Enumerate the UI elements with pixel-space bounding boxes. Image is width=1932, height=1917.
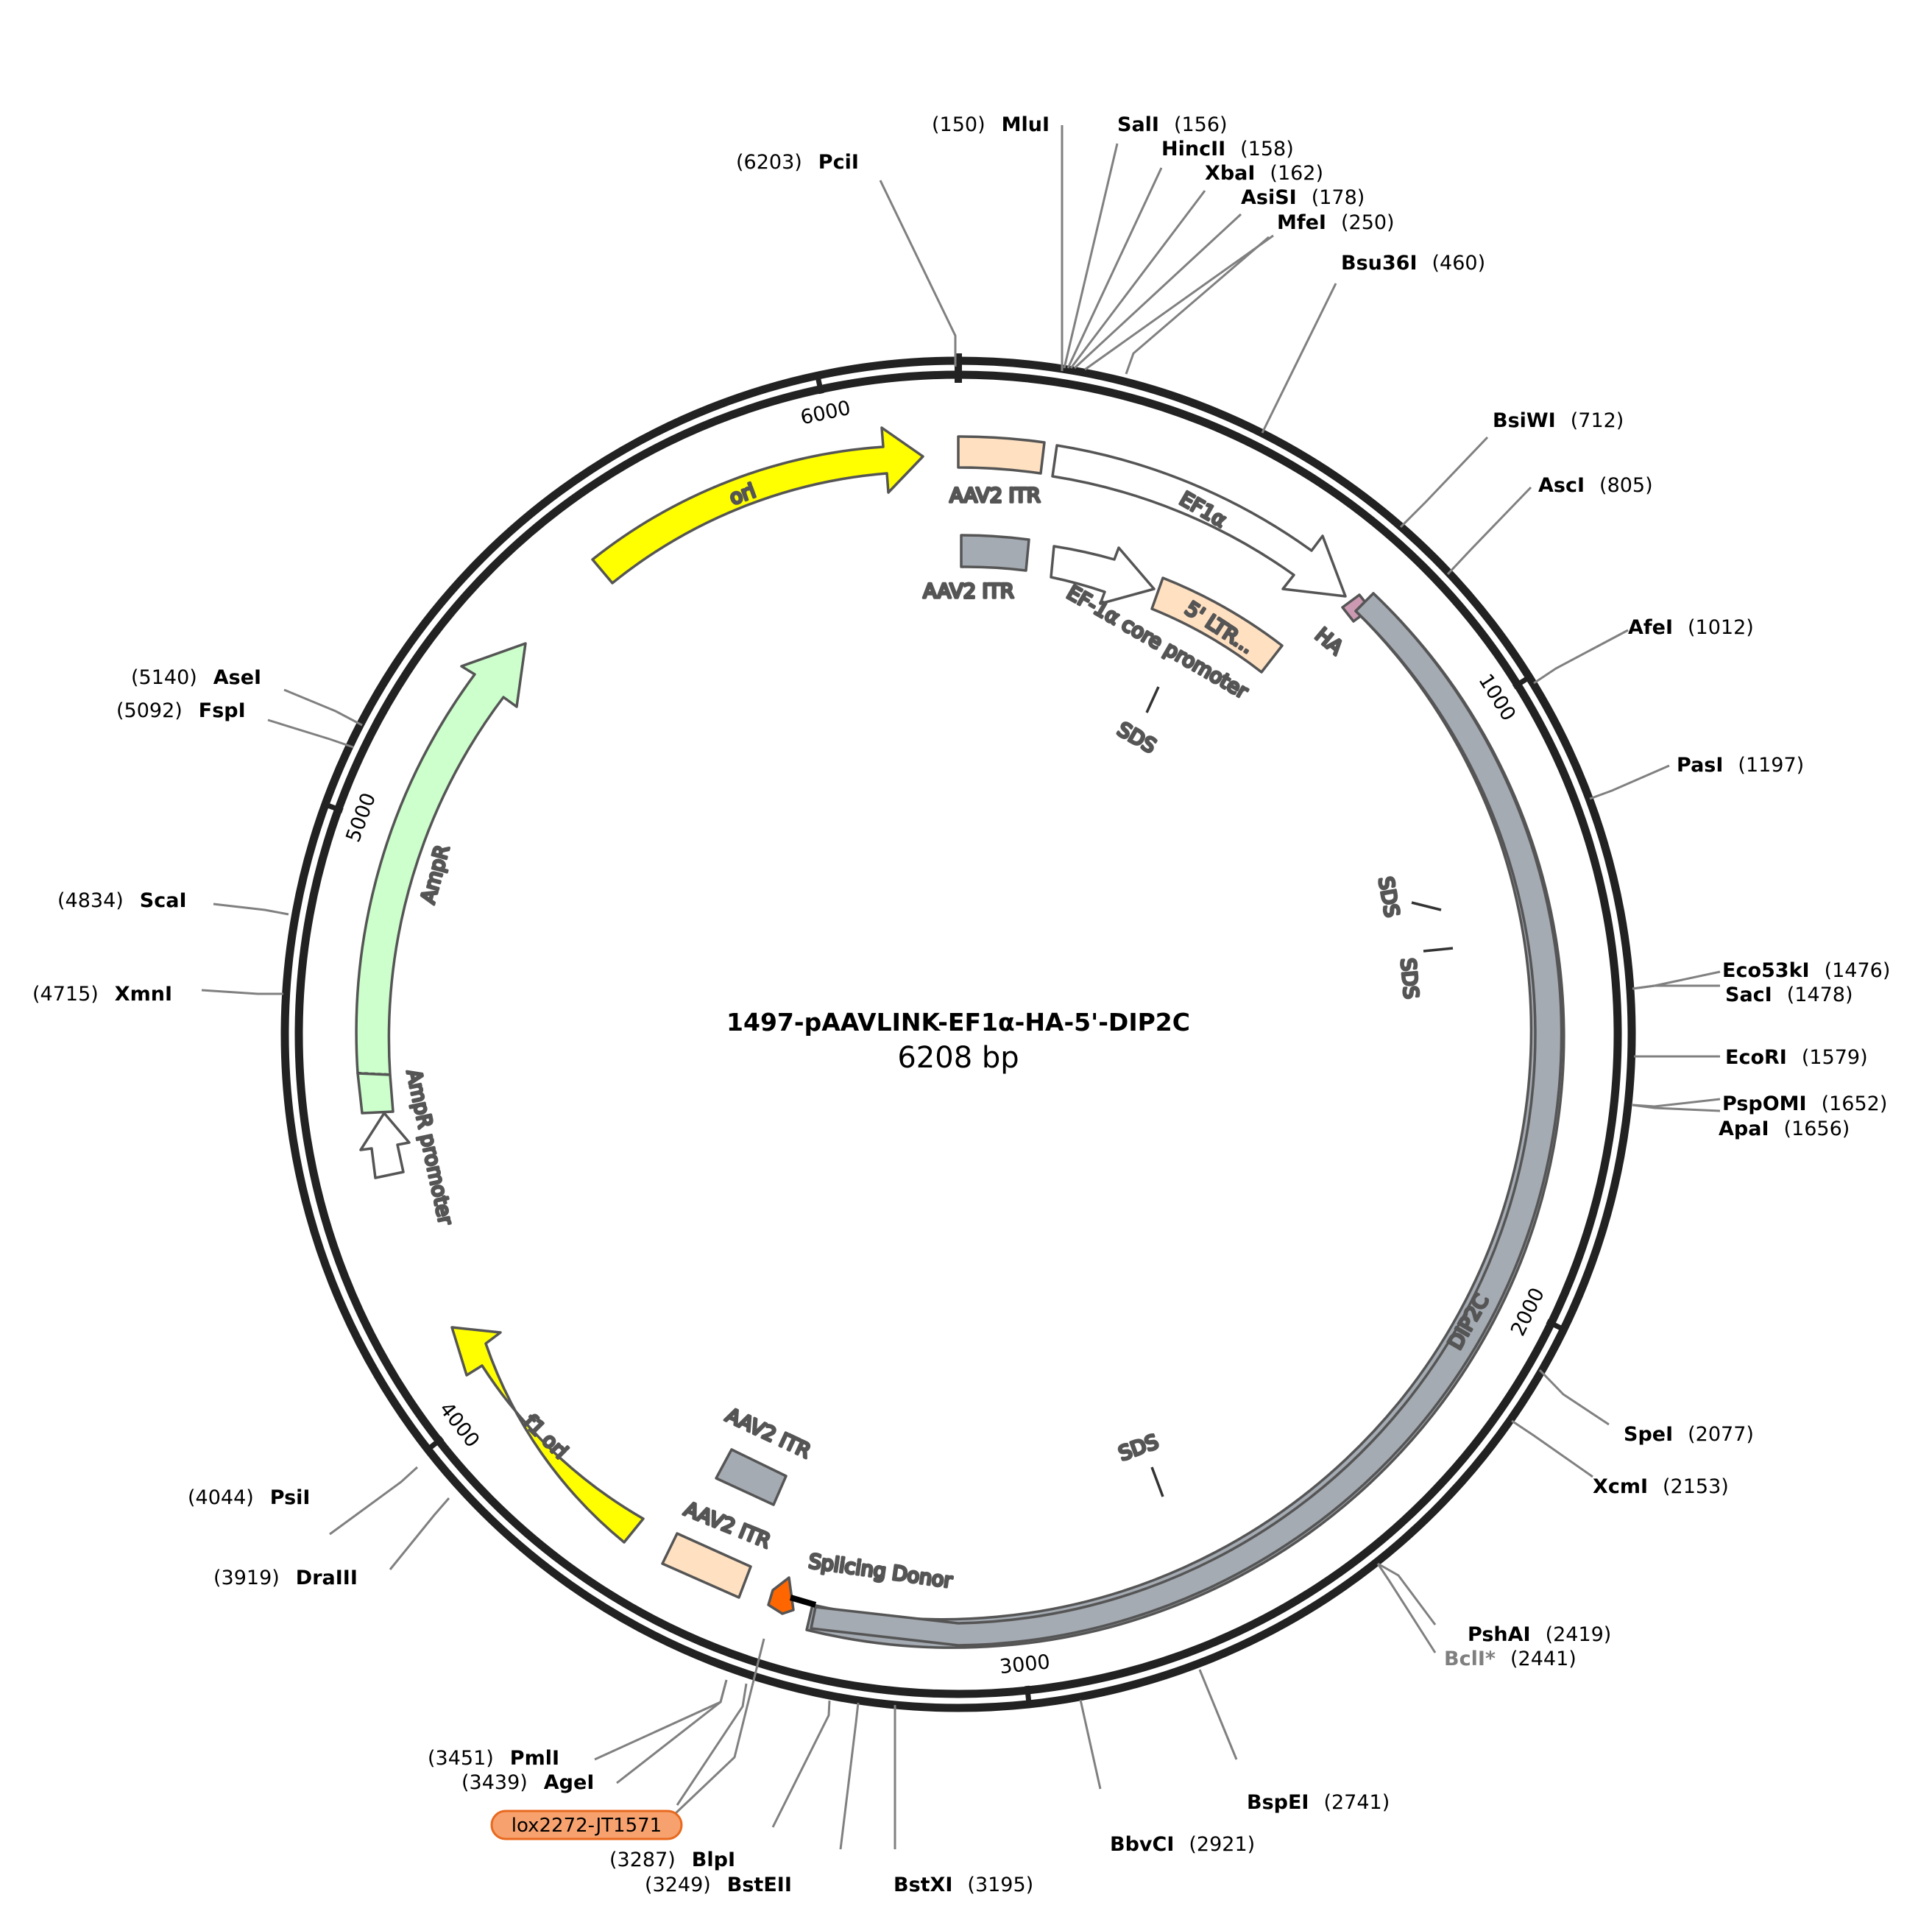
- site-apai: ApaI(1656): [1719, 1118, 1850, 1140]
- feature-ori: [591, 426, 924, 585]
- site-asei: (5140)AseI: [131, 666, 261, 689]
- site-sali: SalI(156): [1117, 113, 1228, 136]
- feature-sds-4: [1150, 1466, 1164, 1497]
- plasmid-size: 6208 bp: [897, 1041, 1019, 1075]
- site-psii: (4044)PsiI: [188, 1486, 310, 1509]
- site-agei: (3439)AgeI: [461, 1771, 594, 1794]
- feature-sds-3-label: SDS: [1396, 957, 1423, 1000]
- tick-mark: [1025, 1685, 1033, 1709]
- site-xcmi: XcmI(2153): [1593, 1475, 1729, 1498]
- feature-ampr: [355, 642, 527, 1076]
- feature-sds-4-label: SDS: [1116, 1430, 1161, 1466]
- site-draiii: (3919)DraIII: [213, 1567, 358, 1589]
- lox2272-badge: lox2272-JT1571: [490, 1810, 683, 1840]
- site-saci: SacI(1478): [1725, 984, 1853, 1006]
- site-xmni: (4715)XmnI: [32, 983, 172, 1006]
- site-bsu36i: Bsu36I(460): [1341, 252, 1485, 275]
- feature-sds-2: [1411, 901, 1442, 911]
- feature-ltr: [1150, 576, 1284, 674]
- feature-ef1a-core: [1050, 545, 1156, 605]
- site-bsiwi: BsiWI(712): [1493, 409, 1624, 432]
- feature-splicing-donor: [767, 1576, 795, 1615]
- feature-dip2c: [805, 592, 1565, 1649]
- site-asisi: AsiSI(178): [1241, 186, 1365, 209]
- feature-aav2-itr-2-label: AAV2 ITR: [923, 580, 1013, 603]
- feature-sds-1: [1145, 686, 1160, 713]
- site-pmli: (3451)PmlI: [428, 1747, 559, 1770]
- lox2272-label: lox2272-JT1571: [512, 1815, 662, 1837]
- feature-f1-ori: [450, 1326, 645, 1544]
- feature-sds-1-label: SDS: [1114, 718, 1160, 758]
- feature-aav2-itr-4: [661, 1532, 752, 1599]
- features: ori AAV2 ITR EF1α AAV2 ITR EF-1α core pr…: [355, 426, 1565, 1649]
- feature-splicing-donor-label: Splicing Donor: [807, 1550, 955, 1593]
- site-scai: (4834)ScaI: [57, 889, 187, 912]
- site-spei: SpeI(2077): [1624, 1423, 1754, 1446]
- site-asci: AscI(805): [1538, 474, 1653, 497]
- feature-ampr-label: AmpR: [417, 843, 454, 906]
- feature-aav2-itr-1-label: AAV2 ITR: [949, 484, 1040, 507]
- tick-mark: [814, 371, 824, 395]
- tick-mark: [1546, 1318, 1568, 1334]
- site-mlui: (150)MluI: [932, 113, 1050, 136]
- feature-ampr-promoter-label: AmpR promoter: [402, 1067, 457, 1227]
- plasmid-name: 1497-pAAVLINK-EF1α-HA-5'-DIP2C: [726, 1008, 1190, 1037]
- site-pshai: PshAI(2419): [1468, 1623, 1611, 1646]
- feature-aav2-itr-1: [957, 435, 1046, 475]
- tick-mark: [321, 800, 344, 813]
- site-eco53ki: Eco53kI(1476): [1722, 959, 1890, 982]
- site-pspomi: PspOMI(1652): [1722, 1092, 1887, 1115]
- site-blpi: (3287)BlpI: [609, 1849, 735, 1871]
- site-hincii: HincII(158): [1161, 138, 1294, 160]
- site-mfei: MfeI(250): [1277, 211, 1395, 234]
- site-bcli: BclI*(2441): [1444, 1648, 1577, 1670]
- plasmid-title: 1497-pAAVLINK-EF1α-HA-5'-DIP2C 6208 bp: [726, 1008, 1190, 1075]
- tick-label: 3000: [999, 1651, 1052, 1678]
- site-fspi: (5092)FspI: [116, 699, 246, 722]
- feature-dip2c-body: [810, 592, 1563, 1647]
- site-ecori: EcoRI(1579): [1725, 1046, 1868, 1069]
- site-bsteii: (3249)BstEII: [645, 1874, 792, 1896]
- feature-ampr-promoter: [359, 1112, 411, 1179]
- site-bspei: BspEI(2741): [1247, 1791, 1390, 1814]
- tick-label: 5000: [342, 790, 381, 845]
- feature-sds-3: [1423, 947, 1454, 953]
- tick-mark: [1512, 673, 1534, 690]
- site-bbvci: BbvCI(2921): [1110, 1833, 1255, 1856]
- feature-ha-label: HA: [1311, 624, 1348, 660]
- feature-ef1a: [1051, 444, 1347, 598]
- site-labels: (6203)PciI (150)MluI SalI(156) HincII(15…: [32, 113, 1890, 1896]
- feature-sds-2-label: SDS: [1373, 875, 1403, 919]
- site-bstxi: BstXI(3195): [894, 1874, 1033, 1896]
- feature-aav2-itr-2: [960, 534, 1030, 572]
- site-leader-lines: [201, 125, 1721, 1850]
- site-afei: AfeI(1012): [1628, 616, 1754, 639]
- site-pasi: PasI(1197): [1677, 754, 1804, 777]
- feature-aav2-itr-3: [715, 1448, 788, 1506]
- tick-label: 6000: [799, 397, 853, 430]
- site-xbai: XbaI(162): [1205, 162, 1323, 185]
- tick-mark: [423, 1436, 445, 1454]
- site-pcii: (6203)PciI: [736, 151, 859, 174]
